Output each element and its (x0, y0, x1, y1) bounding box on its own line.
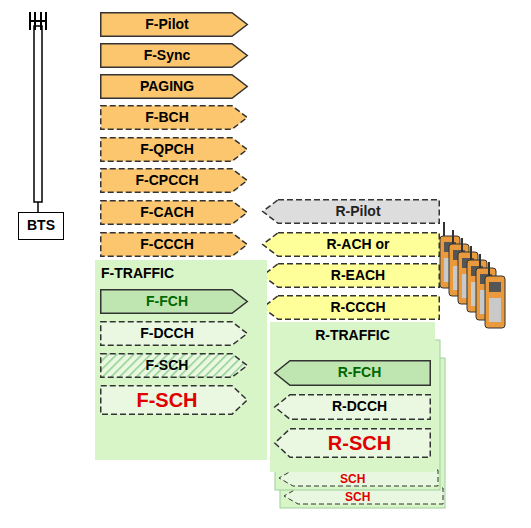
channel-name: F-CACH (140, 205, 194, 220)
forward-channel-arrow: F-Pilot (100, 12, 248, 37)
arrow-shape (275, 429, 431, 458)
channel-name: R-EACH (331, 268, 385, 283)
reverse-channel-arrow: R-DCCH (274, 394, 431, 420)
arrow-shape (101, 44, 248, 68)
forward-channel-arrow: F-QPCH (100, 137, 248, 162)
reverse-channel-arrow: R-EACH (262, 263, 440, 288)
tower-icon (29, 12, 47, 212)
reverse-channel-arrow: R-FCH (274, 360, 431, 386)
channel-name: F-CCCH (140, 237, 194, 252)
arrow-shape (263, 233, 440, 257)
forward-channel-arrow: F-DCCH (100, 321, 248, 346)
arrow-shape (263, 296, 440, 320)
reverse-channel-arrow: R-ACH or (262, 232, 440, 257)
channel-name: PAGING (140, 79, 194, 94)
arrow-shape (101, 354, 248, 378)
forward-channel-arrow: F-SCH (100, 353, 248, 378)
mobile-phones (440, 222, 505, 328)
bts-box: BTS (18, 212, 64, 240)
channel-name: R-Pilot (335, 204, 380, 219)
forward-channel-arrow: F-FCH (100, 289, 248, 314)
arrow-shape (101, 386, 248, 415)
channel-name: R-CCCH (330, 300, 385, 315)
channel-name: F-DCCH (140, 326, 194, 341)
channel-label: SCH (345, 491, 370, 503)
arrow-shape (101, 106, 248, 130)
arrow-shape (101, 290, 248, 314)
forward-channel-arrow: F-CPCCH (100, 168, 248, 193)
forward-channel-arrow: F-CACH (100, 200, 248, 225)
arrow-shape (275, 361, 431, 386)
channel-name: R-DCCH (332, 399, 387, 414)
channel-name: BTS (27, 218, 55, 233)
channel-name: R-SCH (328, 432, 391, 454)
channel-name: F-FCH (146, 294, 188, 309)
arrow-shape (101, 75, 248, 99)
channel-label: SCH (340, 473, 365, 485)
channel-name: F-SCH (146, 358, 189, 373)
panel-heading: F-TRAFFIC (101, 266, 174, 281)
channel-name: R-FCH (338, 365, 382, 380)
forward-channel-arrow: F-SCH (100, 385, 248, 415)
arrow-shape (101, 233, 248, 257)
arrow-shape (101, 322, 248, 346)
channel-name: F-Pilot (145, 17, 189, 32)
forward-channel-arrow: PAGING (100, 74, 248, 99)
channel-name: F-SCH (136, 389, 197, 411)
panel-heading: R-TRAFFIC (270, 328, 435, 343)
arrow-shape (263, 200, 440, 224)
channel-name: F-CPCCH (136, 173, 199, 188)
forward-channel-arrow: F-Sync (100, 43, 248, 68)
forward-channel-arrow: F-BCH (100, 105, 248, 130)
arrow-shape (101, 201, 248, 225)
arrow-shape (275, 395, 431, 420)
arrow-shape (101, 13, 248, 37)
arrow-shape (263, 264, 440, 288)
arrow-shape (101, 169, 248, 193)
traffic-panel: F-TRAFFIC F-FCH F-DCCH F-SCH F-SCH (95, 260, 267, 460)
traffic-panel: R-TRAFFIC R-FCH R-DCCH R-SCH (270, 322, 435, 472)
channel-name: F-Sync (144, 48, 191, 63)
arrow-shape (101, 138, 248, 162)
forward-channel-arrow: F-CCCH (100, 232, 248, 257)
channel-name: F-QPCH (140, 142, 194, 157)
channel-name: R-ACH or (327, 237, 390, 252)
reverse-channel-arrow: R-CCCH (262, 295, 440, 320)
reverse-channel-arrow: R-SCH (274, 428, 431, 458)
channel-name: F-BCH (145, 110, 189, 125)
reverse-channel-arrow: R-Pilot (262, 199, 440, 224)
